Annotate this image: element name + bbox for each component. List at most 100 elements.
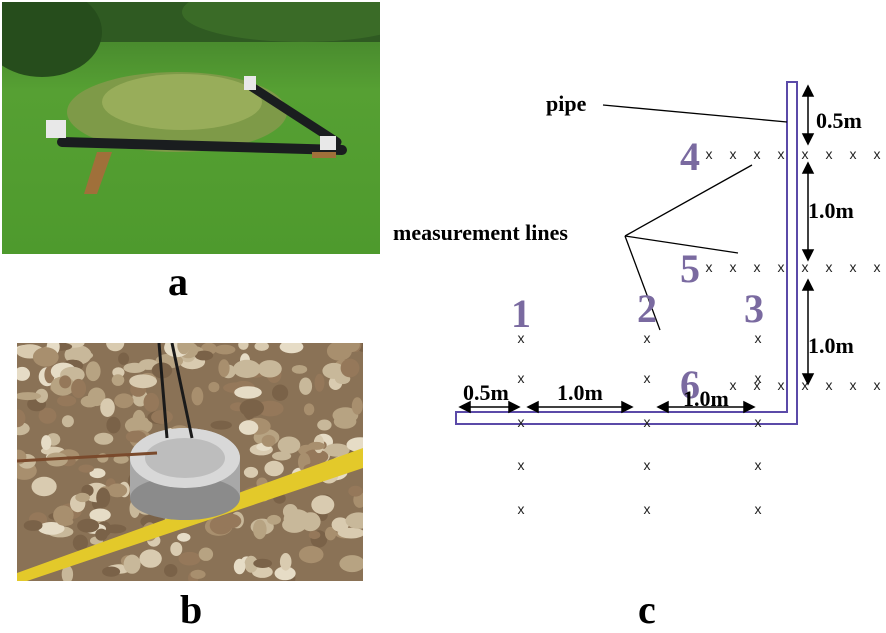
gravel-stone <box>38 407 57 424</box>
gravel-stone <box>139 549 162 568</box>
gravel-stone <box>277 436 301 454</box>
gravel-stone <box>267 514 281 525</box>
gravel-stone <box>123 554 141 574</box>
gravel-stone <box>170 542 183 556</box>
gravel-stone <box>198 547 214 561</box>
gravel-stone <box>190 569 206 579</box>
gravel-stone <box>348 485 363 497</box>
gravel-stone <box>57 517 74 526</box>
gravel-stone <box>291 365 308 374</box>
marker-line5-1: x <box>730 259 737 275</box>
gravel-stone <box>164 564 178 577</box>
marker-line3-3: x <box>755 457 762 473</box>
gravel-stone <box>340 358 360 378</box>
vertical-dimension-arrows <box>801 84 815 386</box>
line-number-5: 5 <box>680 246 700 291</box>
gravel-stone <box>72 534 88 551</box>
gravel-stone <box>345 512 363 529</box>
dim-vertical-1: 1.0m <box>808 198 854 223</box>
gravel-stone <box>261 434 276 447</box>
panel-label-a: a <box>168 259 188 304</box>
gravel-stone <box>298 546 324 564</box>
gravel-stone <box>339 555 363 573</box>
marker-line3-2: x <box>755 414 762 430</box>
field-photo-illustration <box>2 2 380 254</box>
gravel-stone <box>114 393 134 409</box>
gravel-stone <box>257 360 282 378</box>
gravel-stone <box>17 366 30 381</box>
gravel-stone <box>314 373 325 392</box>
gravel-stone <box>317 419 332 431</box>
gravel-stone <box>331 517 349 532</box>
marker-line6-2: x <box>778 377 785 393</box>
sensor-photo-illustration <box>17 343 363 581</box>
marker-line1-2: x <box>518 414 525 430</box>
gravel-stone <box>129 374 157 389</box>
dim-vertical-2: 1.0m <box>808 333 854 358</box>
gravel-stone <box>41 435 52 451</box>
gravel-stone <box>123 362 146 373</box>
pipe-label: pipe <box>546 91 587 116</box>
gravel-stone <box>233 558 246 575</box>
marker-line1-4: x <box>518 501 525 517</box>
marker-line1-1: x <box>518 370 525 386</box>
measurement-lines-label: measurement lines <box>393 220 568 245</box>
gravel-stone <box>61 415 74 428</box>
marker-line2-2: x <box>644 414 651 430</box>
gravel-stone <box>219 513 242 529</box>
line-number-6: 6 <box>680 362 700 407</box>
gravel-stone <box>118 352 130 365</box>
marker-line2-3: x <box>644 457 651 473</box>
gravel-stone <box>100 398 115 417</box>
gravel-stone <box>233 359 261 378</box>
gravel-stone <box>177 343 191 355</box>
marker-line4-7: x <box>874 146 881 162</box>
gravel-stone <box>194 350 214 361</box>
gravel-stone <box>299 377 313 395</box>
marker-line6-1: x <box>754 377 761 393</box>
marker-line5-2: x <box>754 259 761 275</box>
gravel-stone <box>244 555 258 573</box>
gravel-stone <box>89 468 106 479</box>
marker-line1-3: x <box>518 457 525 473</box>
marker-line5-4: x <box>802 259 809 275</box>
gravel-stone <box>287 510 298 526</box>
gravel-stone <box>111 374 125 386</box>
gravel-stone <box>272 451 292 461</box>
gravel-stone <box>75 492 90 503</box>
gravel-stone <box>218 359 230 377</box>
gravel-stone <box>125 430 146 443</box>
gravel-stone <box>31 476 57 497</box>
marker-line4-5: x <box>826 146 833 162</box>
panel-label-b: b <box>180 587 203 632</box>
gravel-stone <box>143 392 160 412</box>
pipe-outline <box>455 81 798 425</box>
gravel-stone <box>85 361 101 382</box>
marker-line4-2: x <box>754 146 761 162</box>
gravel-stone <box>238 420 259 435</box>
gravel-stone <box>214 344 236 355</box>
marker-line4-0: x <box>706 146 713 162</box>
gravel-stone <box>35 388 48 403</box>
gravel-stone <box>77 518 100 533</box>
gravel-stone <box>32 347 59 367</box>
line-number-4: 4 <box>680 134 700 179</box>
marker-line2-1: x <box>644 370 651 386</box>
gravel-stone <box>80 395 99 408</box>
gravel-stone <box>243 466 259 478</box>
gravel-stone <box>102 566 121 577</box>
marker-line4-3: x <box>778 146 785 162</box>
gravel-stone <box>151 410 173 424</box>
gravel-stone <box>274 566 296 581</box>
gravel-stone <box>239 399 264 417</box>
gravel-stone <box>78 464 94 473</box>
gravel-stone <box>113 454 129 464</box>
marker-line5-7: x <box>874 259 881 275</box>
dim-horizontal-1: 1.0m <box>557 380 603 405</box>
gravel-stone <box>95 528 108 541</box>
marker-line2-4: x <box>644 501 651 517</box>
gravel-stone <box>38 522 65 535</box>
marker-line6-4: x <box>826 377 833 393</box>
